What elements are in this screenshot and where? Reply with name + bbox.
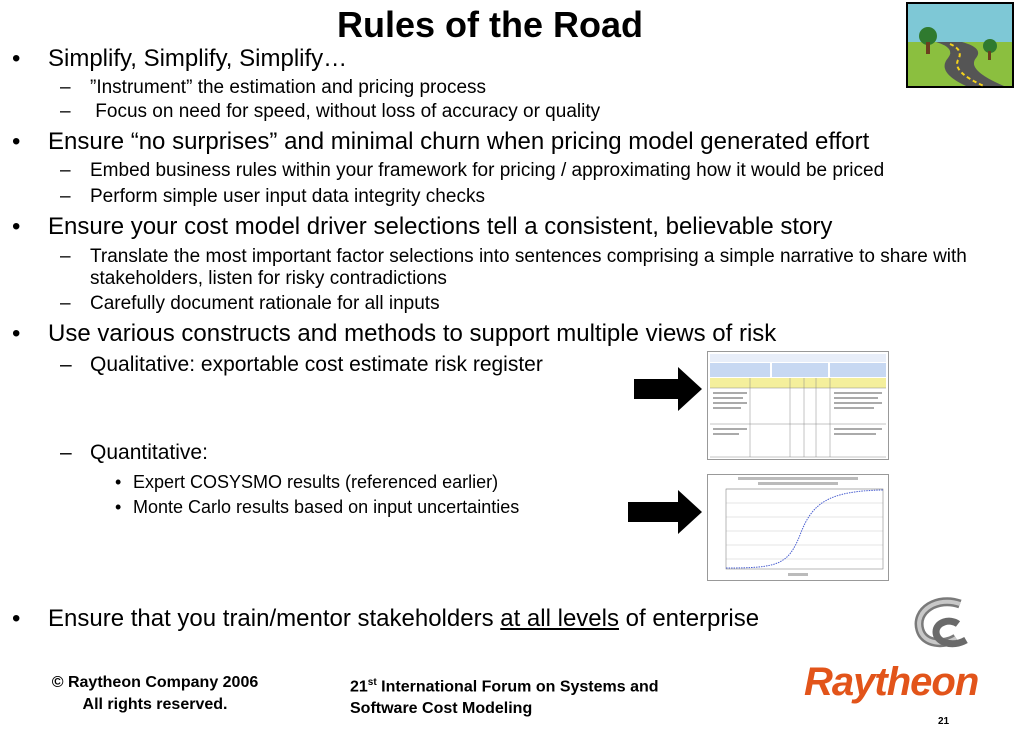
bullet-text: Ensure that you train/mentor stakeholder… xyxy=(48,605,501,632)
forum-ordinal-suffix: st xyxy=(367,677,377,688)
bullet-views-of-risk: • Use various constructs and methods to … xyxy=(12,320,777,348)
road-clipart-icon xyxy=(906,2,1014,88)
right-arrow-icon xyxy=(634,367,702,411)
sub-translate: – Translate the most important factor se… xyxy=(60,246,1010,290)
sub-instrument: – ”Instrument” the estimation and pricin… xyxy=(60,77,487,99)
rights-line: All rights reserved. xyxy=(82,696,228,713)
probability-s-curve-thumbnail xyxy=(707,474,889,581)
subsub-monte-carlo: • Monte Carlo results based on input unc… xyxy=(115,496,520,518)
subsub-text: Expert COSYSMO results (referenced earli… xyxy=(133,472,499,492)
dash-mark: – xyxy=(60,293,71,314)
dash-mark: – xyxy=(60,101,71,122)
sub-text: Carefully document rationale for all inp… xyxy=(90,293,440,314)
underlined-text: at all levels xyxy=(500,605,619,632)
bullet-no-surprises: • Ensure “no surprises” and minimal chur… xyxy=(12,128,870,156)
sub-text: Translate the most important factor sele… xyxy=(90,246,967,289)
bullet-train-mentor: • Ensure that you train/mentor stakehold… xyxy=(12,605,760,633)
bullet-mark: • xyxy=(12,605,21,632)
sub-focus: – Focus on need for speed, without loss … xyxy=(60,101,601,123)
forum-title: International Forum on Systems and xyxy=(376,678,659,696)
sub-text: Qualitative: exportable cost estimate ri… xyxy=(90,353,543,376)
bullet-text: Ensure “no surprises” and minimal churn … xyxy=(48,128,870,155)
right-arrow-icon xyxy=(628,490,702,534)
page-number: 21 xyxy=(938,716,950,727)
bullet-simplify: • Simplify, Simplify, Simplify… xyxy=(12,45,348,73)
subsub-cosysmo: • Expert COSYSMO results (referenced ear… xyxy=(115,471,499,493)
sub-text: Perform simple user input data integrity… xyxy=(90,186,485,207)
sub-bullet-mark: • xyxy=(115,472,122,492)
bullet-text-end: of enterprise xyxy=(618,605,760,632)
slide-title: Rules of the Road xyxy=(336,4,644,45)
sub-qualitative: – Qualitative: exportable cost estimate … xyxy=(60,353,543,377)
bullet-mark: • xyxy=(12,213,21,240)
dash-mark: – xyxy=(60,77,71,98)
footer-forum: 21st International Forum on Systems and … xyxy=(350,672,750,720)
sub-data-integrity: – Perform simple user input data integri… xyxy=(60,186,485,208)
footer-copyright: © Raytheon Company 2006 All rights reser… xyxy=(30,672,280,716)
dash-mark: – xyxy=(60,160,71,181)
sub-text: Quantitative: xyxy=(90,441,208,464)
dash-mark: – xyxy=(60,186,71,207)
sub-business-rules: – Embed business rules within your frame… xyxy=(60,160,885,182)
bullet-driver-selections: • Ensure your cost model driver selectio… xyxy=(12,213,833,241)
bullet-mark: • xyxy=(12,128,21,155)
sub-document-rationale: – Carefully document rationale for all i… xyxy=(60,293,440,315)
sub-text: Embed business rules within your framewo… xyxy=(90,160,885,181)
dash-mark: – xyxy=(60,441,72,464)
dash-mark: – xyxy=(60,246,71,267)
bullet-text: Simplify, Simplify, Simplify… xyxy=(48,45,348,72)
swirl-logo-icon xyxy=(914,597,968,648)
risk-register-thumbnail xyxy=(707,351,889,460)
copyright-line: © Raytheon Company 2006 xyxy=(51,674,259,691)
sub-quantitative: – Quantitative: xyxy=(60,441,208,465)
sub-bullet-mark: • xyxy=(115,497,122,517)
bullet-text: Ensure your cost model driver selections… xyxy=(48,213,833,240)
forum-line-2: Software Cost Modeling xyxy=(350,700,533,718)
forum-line-1: 21st International Forum on Systems and xyxy=(350,672,750,698)
raytheon-logo: Raytheon xyxy=(804,660,979,704)
bullet-mark: • xyxy=(12,320,21,347)
forum-ordinal: 21 xyxy=(350,678,368,696)
bullet-text: Use various constructs and methods to su… xyxy=(48,320,777,347)
subsub-text: Monte Carlo results based on input uncer… xyxy=(133,497,520,517)
sub-text: ”Instrument” the estimation and pricing … xyxy=(90,77,487,98)
sub-text: Focus on need for speed, without loss of… xyxy=(90,101,601,122)
dash-mark: – xyxy=(60,353,72,376)
bullet-mark: • xyxy=(12,45,21,72)
